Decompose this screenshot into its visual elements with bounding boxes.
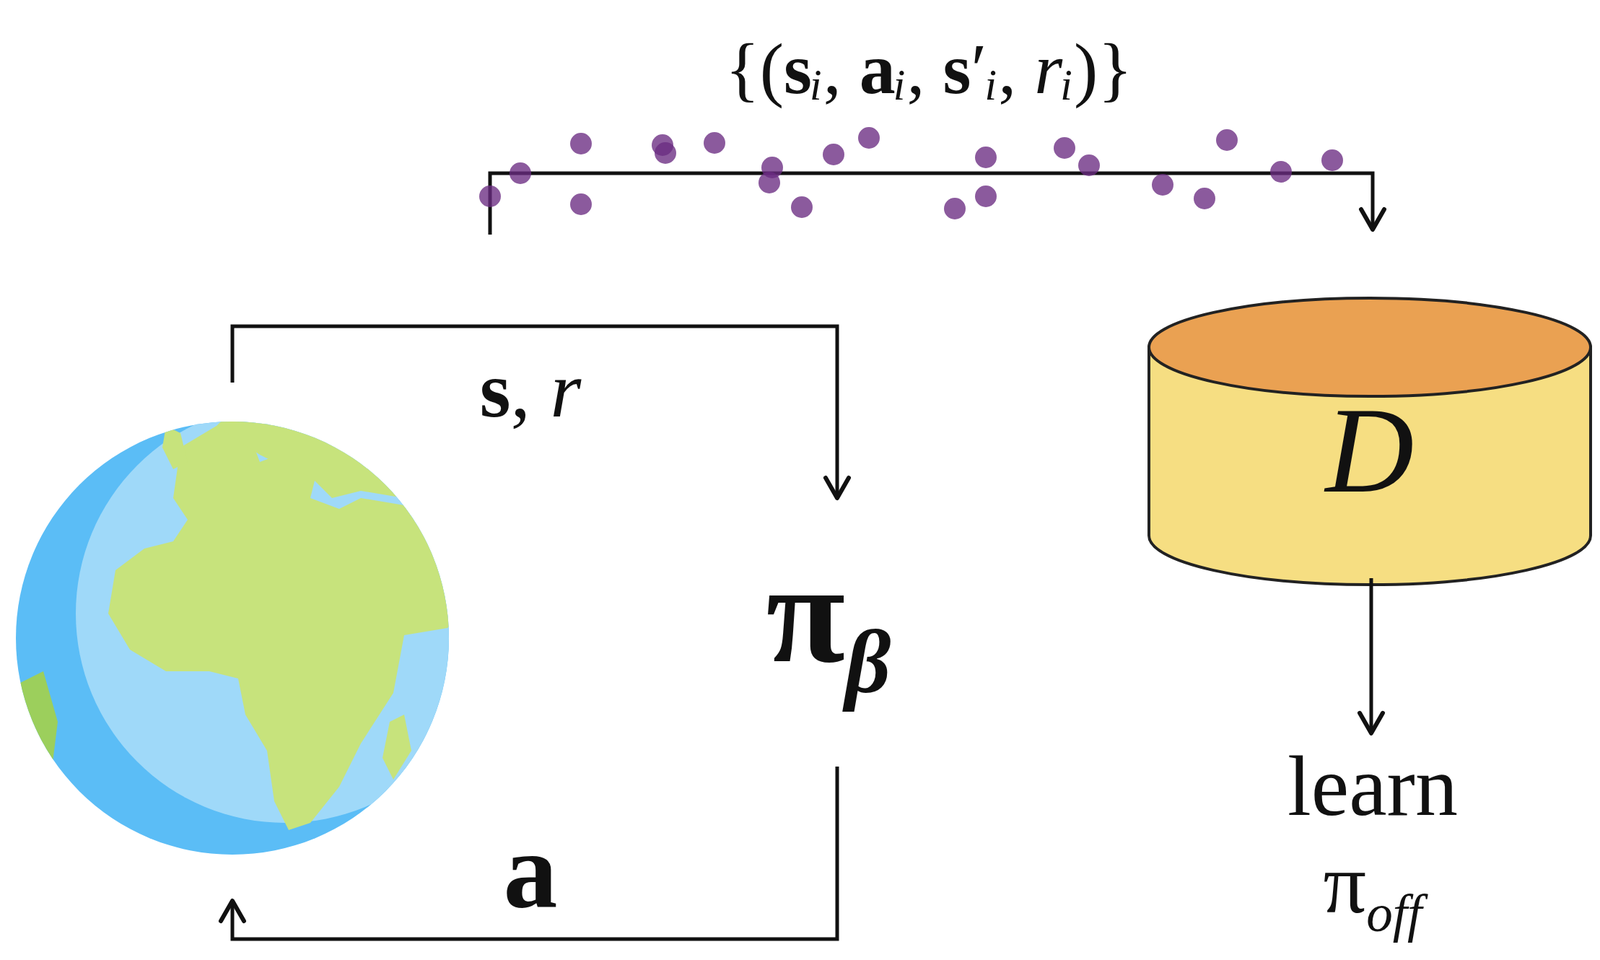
glyph [841, 28, 860, 109]
math-label: s, r [479, 344, 582, 436]
glyph: ′ [971, 28, 988, 109]
node-text: D [1148, 380, 1591, 522]
transition-dot [654, 142, 677, 164]
pi-symbol: π [1323, 836, 1367, 931]
transition-dot [1321, 149, 1344, 172]
database-node: D [1148, 298, 1591, 573]
transition-dot [1270, 160, 1292, 183]
transition-dot [570, 132, 592, 155]
glyph: ( [759, 28, 784, 109]
glyph: ) [1073, 28, 1098, 109]
transition-dot [1151, 173, 1174, 196]
state-reward-line [232, 326, 838, 498]
index-mark: ᵢ [895, 28, 908, 109]
policy-node: πβ [765, 529, 891, 715]
action-line [232, 766, 838, 939]
transition-dot [858, 127, 880, 149]
transition-dot [1216, 129, 1238, 151]
glyph: , [823, 28, 842, 109]
transition-dot [943, 197, 966, 220]
glyph [1016, 28, 1035, 109]
glyph: { [725, 28, 760, 109]
transition-dot [1078, 154, 1100, 177]
transition-dot [1193, 187, 1216, 210]
transition-dot [822, 143, 845, 166]
index-mark: ᵢ [1062, 28, 1074, 109]
transition-dot [570, 193, 592, 216]
transition-dots [479, 127, 1344, 220]
policy-node: learn πoff [1264, 737, 1481, 944]
node-text: learn πoff [1264, 737, 1481, 944]
bold-symbol: a [503, 809, 558, 930]
bold-symbol: s [943, 28, 972, 109]
transition-dot [790, 196, 813, 218]
transition-dot [509, 162, 532, 185]
transition-dot [975, 146, 997, 169]
transition-dot [479, 185, 501, 208]
subscript: β [845, 612, 892, 712]
glyph [530, 345, 551, 434]
index-mark: ᵢ [811, 28, 824, 109]
node-text: πβ [765, 529, 891, 715]
bold-symbol: s [479, 345, 511, 434]
transition-dot [758, 171, 781, 194]
flow-arrow [1369, 578, 1374, 734]
transition-dot [1053, 137, 1076, 159]
earth-globe [14, 404, 506, 855]
bold-symbol: a [859, 28, 896, 109]
transition-dot [703, 132, 726, 154]
pi-symbol: π [765, 532, 846, 693]
glyph: } [1097, 28, 1133, 109]
italic-symbol: r [550, 345, 582, 434]
index-mark: ᵢ [986, 28, 999, 109]
glyph: , [510, 345, 532, 434]
glyph [925, 28, 944, 109]
data-bracket [490, 173, 1373, 235]
glyph: , [907, 28, 926, 109]
italic-symbol: r [1034, 28, 1063, 109]
math-label: a [503, 807, 558, 932]
subscript: off [1366, 884, 1422, 943]
transition-dot [975, 185, 997, 208]
database-cylinder [1148, 298, 1591, 585]
math-label: {(sᵢ, aᵢ, s′ᵢ, rᵢ)} [725, 27, 1134, 111]
bold-symbol: s [783, 28, 812, 109]
glyph: , [998, 28, 1017, 109]
